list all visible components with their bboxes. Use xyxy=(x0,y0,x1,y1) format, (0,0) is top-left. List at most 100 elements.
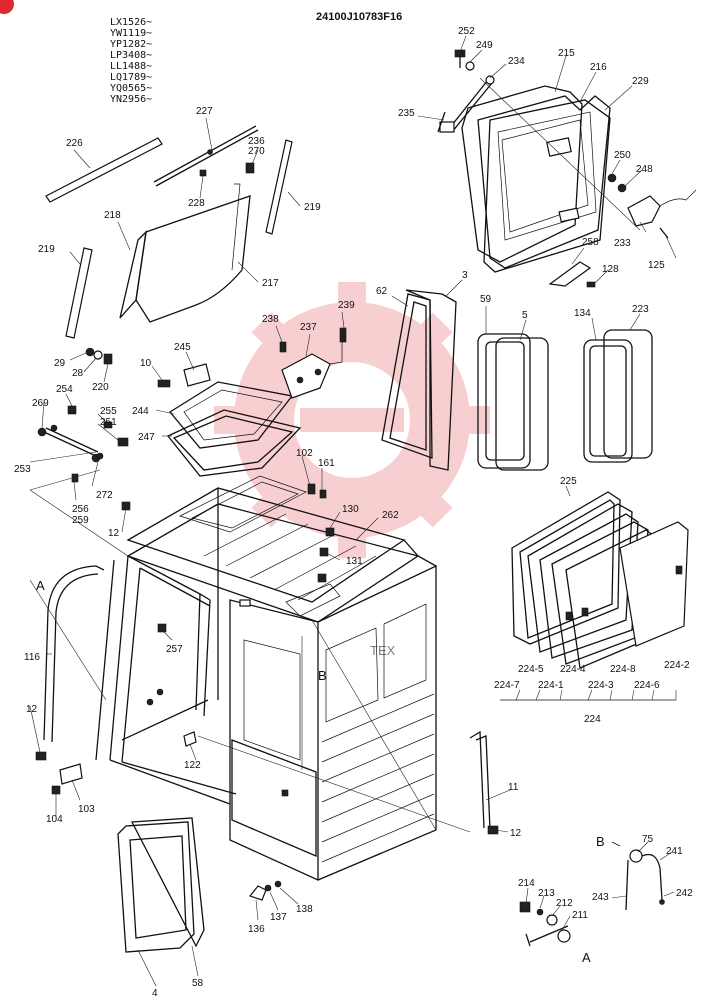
view-letter-a: A xyxy=(36,578,45,593)
part-label: 272 xyxy=(96,490,113,501)
leader-lines xyxy=(29,35,677,987)
part-label: 224-7 xyxy=(494,680,520,691)
step-103 xyxy=(59,763,83,785)
part-label: 125 xyxy=(648,260,665,271)
drawing-number: 24100J10783F16 xyxy=(316,11,402,23)
part-label: 236 xyxy=(248,136,265,147)
nut xyxy=(607,173,617,183)
view-letter-b: B xyxy=(318,668,327,683)
part-label: 215 xyxy=(558,48,575,59)
serial-range: LQ1789~ xyxy=(110,72,152,83)
part-label: 239 xyxy=(338,300,355,311)
part-label: 161 xyxy=(318,458,335,469)
part-number-labels: 252 249 234 215 216 229 235 250 248 233 … xyxy=(14,26,693,999)
part-label: 28 xyxy=(72,368,84,379)
part-label: 224-8 xyxy=(610,664,636,675)
glass-strip xyxy=(265,139,293,235)
part-label: 219 xyxy=(38,244,55,255)
part-label: 102 xyxy=(296,448,313,459)
window-panel-224-2 xyxy=(619,521,689,647)
serial-range: YW1119~ xyxy=(110,28,152,39)
serial-range-list: LX1526~ YW1119~ YP1282~ LP3408~ LL1488~ … xyxy=(110,17,152,105)
part-label: 3 xyxy=(462,270,468,281)
serial-range: YQ0565~ xyxy=(110,83,152,94)
part-label: 250 xyxy=(614,150,631,161)
part-label: 104 xyxy=(46,814,63,825)
part-label: 131 xyxy=(346,556,363,567)
part-label: 251 xyxy=(100,417,117,428)
front-glass xyxy=(135,195,251,323)
hinge-plate xyxy=(281,353,331,399)
part-label: 245 xyxy=(174,342,191,353)
part-label: 235 xyxy=(398,108,415,119)
part-label: 220 xyxy=(92,382,109,393)
serial-range: YN2956~ xyxy=(110,94,152,105)
detail-a-fastener xyxy=(519,901,571,947)
part-label: 242 xyxy=(676,888,693,899)
part-label: 256 xyxy=(72,504,89,515)
part-label: 238 xyxy=(262,314,279,325)
part-label: 224 xyxy=(584,714,601,725)
part-label: 257 xyxy=(166,644,183,655)
part-label: 252 xyxy=(458,26,475,37)
part-label: 225 xyxy=(560,476,577,487)
serial-range: LX1526~ xyxy=(110,17,152,28)
door-latch-unit xyxy=(627,195,661,227)
serial-range: LL1488~ xyxy=(110,61,152,72)
part-label: 103 xyxy=(78,804,95,815)
part-label: 223 xyxy=(632,304,649,315)
part-label: 254 xyxy=(56,384,73,395)
part-label: 10 xyxy=(140,358,152,369)
part-label: 253 xyxy=(14,464,31,475)
part-label: 5 xyxy=(522,310,528,321)
serial-range: YP1282~ xyxy=(110,39,152,50)
part-label: 59 xyxy=(480,294,492,305)
part-label: 224-1 xyxy=(538,680,564,691)
roof-hatch-seal xyxy=(166,409,302,477)
watermark-text: TEX xyxy=(370,643,396,658)
part-label: 237 xyxy=(300,322,317,333)
part-label: 213 xyxy=(538,888,555,899)
grab-handle xyxy=(43,431,97,457)
part-label: 229 xyxy=(632,76,649,87)
glass-strip xyxy=(45,137,163,203)
part-label: 128 xyxy=(602,264,619,275)
part-label: 219 xyxy=(304,202,321,213)
part-label: 11 xyxy=(508,782,519,793)
side-window-59 xyxy=(477,333,549,471)
part-label: 138 xyxy=(296,904,313,915)
view-letter-a-detail: A xyxy=(582,950,591,965)
part-label: 233 xyxy=(614,238,631,249)
door-frame-assembly xyxy=(461,85,611,273)
part-label: 4 xyxy=(152,988,158,999)
part-label: 136 xyxy=(248,924,265,935)
clip-122 xyxy=(183,731,197,747)
part-label: 269 xyxy=(32,398,49,409)
part-label: 216 xyxy=(590,62,607,73)
part-label: 29 xyxy=(54,358,66,369)
part-label: 217 xyxy=(262,278,279,289)
part-label: 241 xyxy=(666,846,683,857)
view-letter-b-detail: B xyxy=(596,834,605,849)
knob-136 xyxy=(248,885,267,901)
nut xyxy=(617,183,627,193)
part-label: 211 xyxy=(572,910,588,921)
part-label: 248 xyxy=(636,164,653,175)
window-set-224 xyxy=(511,491,689,669)
part-label: 255 xyxy=(100,406,117,417)
part-label: 262 xyxy=(382,510,399,521)
part-label: 224-5 xyxy=(518,664,544,675)
part-label: 224-4 xyxy=(560,664,586,675)
part-label: 243 xyxy=(592,892,609,903)
rail xyxy=(153,125,257,183)
grab-rail-11 xyxy=(469,730,485,829)
mount-bracket xyxy=(183,363,211,387)
glass-strip xyxy=(65,247,93,339)
part-label: 226 xyxy=(66,138,83,149)
part-label: 212 xyxy=(556,898,573,909)
side-window-134 xyxy=(583,329,653,463)
side-window-62 xyxy=(381,289,457,471)
part-label: 234 xyxy=(508,56,525,67)
part-label: 270 xyxy=(248,146,265,157)
